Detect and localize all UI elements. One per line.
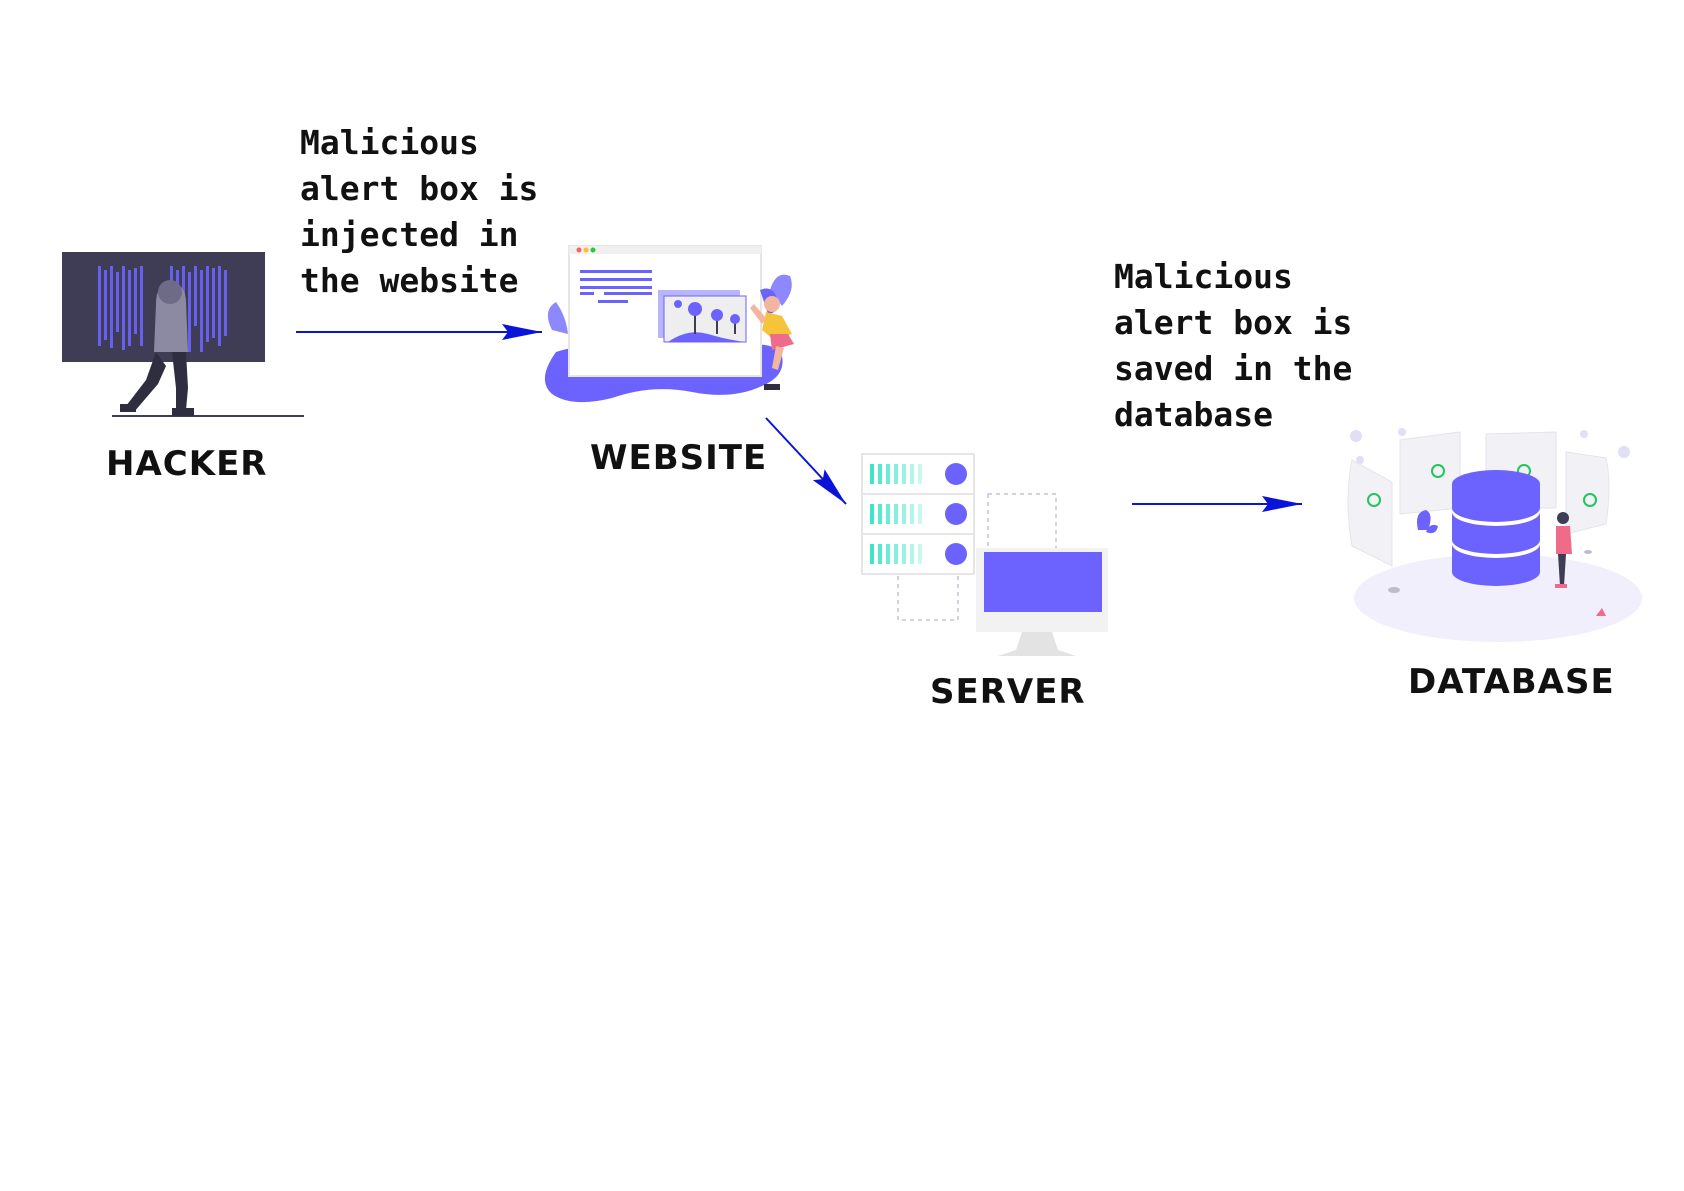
injection-note-line: injected in — [300, 215, 519, 254]
server-status-bar — [918, 504, 922, 524]
server-status-bar — [910, 464, 914, 484]
server-label: SERVER — [930, 672, 1086, 712]
server-status-bar — [878, 504, 882, 524]
server-status-bar — [902, 544, 906, 564]
website-illustration — [544, 245, 794, 403]
storage-note-line: alert box is — [1114, 303, 1353, 342]
server-status-bar — [870, 504, 874, 524]
server-status-bar — [910, 504, 914, 524]
server-status-bar — [886, 544, 890, 564]
server-status-bar — [878, 464, 882, 484]
server-status-bar — [902, 464, 906, 484]
storage-note-line: Malicious — [1114, 257, 1293, 296]
injection-note-line: Malicious — [300, 123, 479, 162]
server-status-bar — [886, 464, 890, 484]
website-label: WEBSITE — [590, 438, 768, 478]
injection-note: Malicious alert box is injected in the w… — [300, 120, 538, 304]
server-status-bar — [878, 544, 882, 564]
injection-note-line: alert box is — [300, 169, 539, 208]
database-illustration — [1347, 428, 1642, 642]
server-status-bar — [902, 504, 906, 524]
hacker-label: HACKER — [106, 444, 268, 484]
hacker-illustration — [62, 252, 304, 417]
flow-arrows — [296, 324, 1302, 512]
server-status-bar — [910, 544, 914, 564]
website-to-server-arrow — [765, 417, 847, 505]
server-status-bar — [894, 464, 898, 484]
storage-note-line: database — [1114, 395, 1273, 434]
storage-note: Malicious alert box is saved in the data… — [1114, 254, 1352, 438]
server-status-bar — [894, 544, 898, 564]
server-status-bar — [886, 504, 890, 524]
server-status-bar — [870, 464, 874, 484]
server-status-bar — [870, 544, 874, 564]
storage-note-line: saved in the — [1114, 349, 1353, 388]
injection-note-line: the website — [300, 261, 519, 300]
database-label: DATABASE — [1408, 662, 1615, 702]
server-status-bar — [894, 504, 898, 524]
server-illustration — [861, 453, 1108, 656]
server-status-bar — [918, 464, 922, 484]
server-status-bar — [918, 544, 922, 564]
